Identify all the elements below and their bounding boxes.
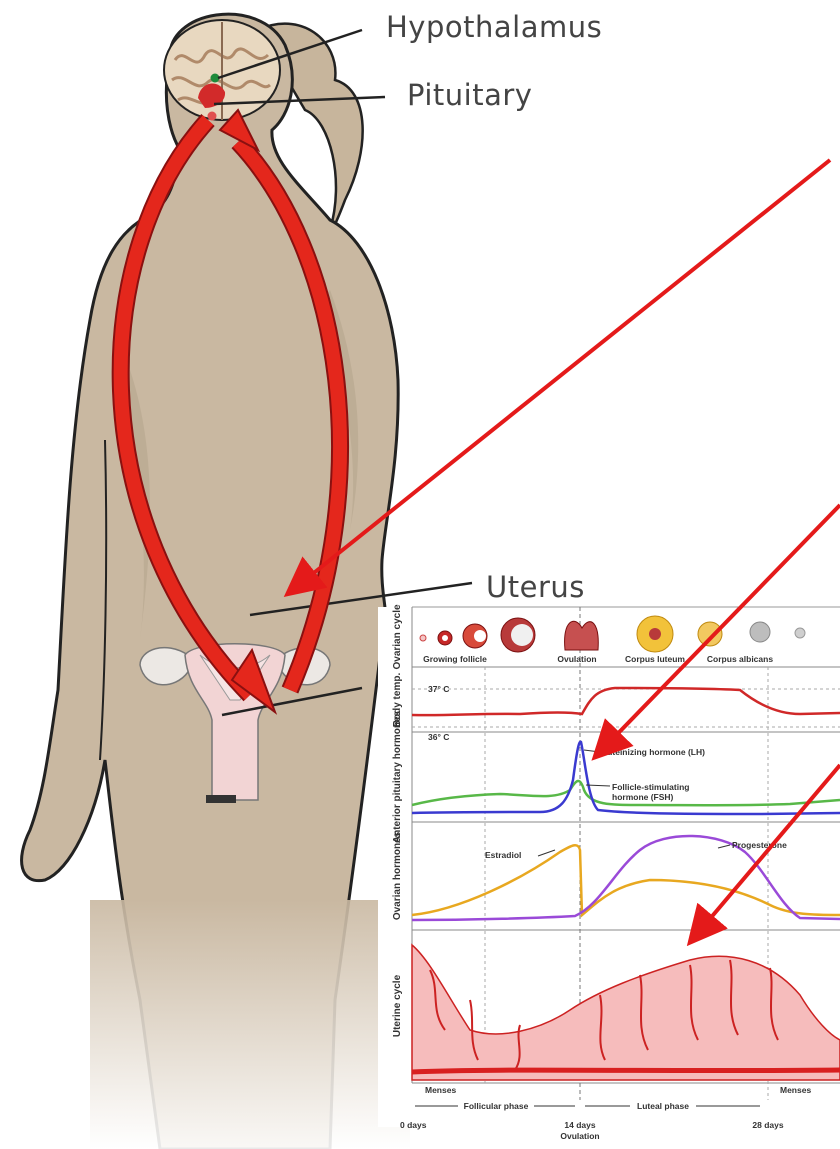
temp-low-label: 36° C: [428, 732, 449, 742]
corpus-albicans-icon: [795, 628, 805, 638]
label-day-28: 28 days: [752, 1120, 783, 1130]
label-fsh-line1: Follicle-stimulating: [612, 782, 689, 792]
temp-high-label: 37° C: [428, 684, 449, 694]
row-label-uterine-cycle: Uterine cycle: [392, 974, 403, 1037]
label-day-14: 14 days: [564, 1120, 595, 1130]
corpus-luteum-icon: [698, 622, 722, 646]
label-lh: Luteinizing hormone (LH): [602, 747, 705, 757]
cycle-chart: Ovarian cycle Body temp. Anterior pituit…: [378, 604, 840, 1141]
label-fsh-line2: hormone (FSH): [612, 792, 674, 802]
corpus-albicans-icon: [750, 622, 770, 642]
label-corpus-albicans: Corpus albicans: [707, 654, 773, 664]
label-progesterone: Progesterone: [732, 840, 787, 850]
row-label-ovarian-cycle: Ovarian cycle: [392, 604, 403, 669]
hypothalamus-label: Hypothalamus: [386, 10, 602, 44]
label-ovulation: Ovulation: [557, 654, 596, 664]
label-menses-right: Menses: [780, 1085, 811, 1095]
pituitary-marker: [208, 112, 217, 121]
label-growing-follicle: Growing follicle: [423, 654, 487, 664]
label-menses-left: Menses: [425, 1085, 456, 1095]
row-label-ovarian-hormones: Ovarian hormones: [392, 831, 403, 920]
row-label-anterior-pituitary: Anterior pituitary hormones: [392, 710, 403, 843]
label-ovulation-day: Ovulation: [560, 1131, 599, 1141]
label-day-0: 0 days: [400, 1120, 427, 1130]
label-estradiol: Estradiol: [485, 850, 521, 860]
follicle-icon: [420, 635, 426, 641]
label-luteal-phase: Luteal phase: [637, 1101, 689, 1111]
pituitary-label: Pituitary: [407, 78, 532, 112]
label-corpus-luteum: Corpus luteum: [625, 654, 685, 664]
body-figure: [22, 14, 410, 1149]
brain: [164, 20, 280, 121]
uterus-label: Uterus: [486, 570, 585, 604]
label-follicular-phase: Follicular phase: [464, 1101, 529, 1111]
